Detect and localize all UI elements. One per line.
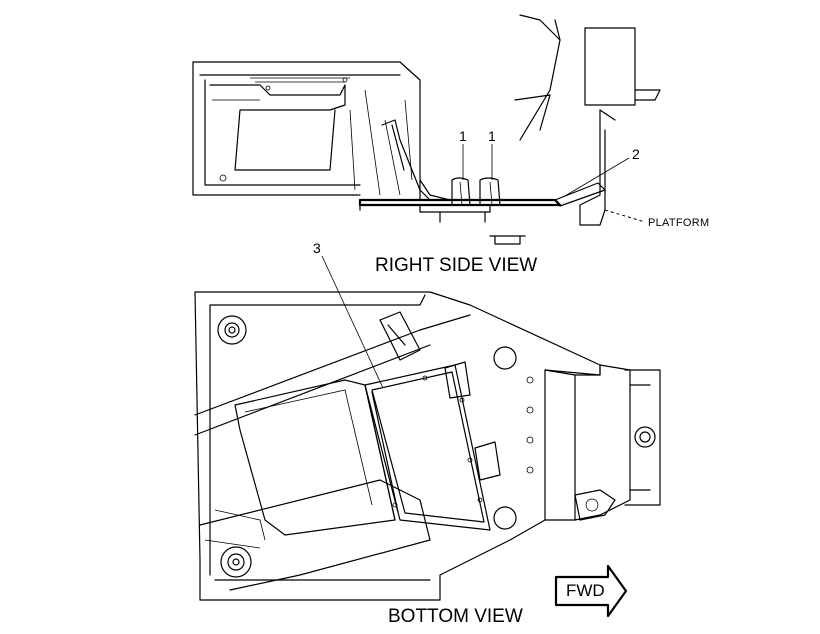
lower-fitting	[489, 235, 526, 245]
right-side-view-drawing	[192, 14, 661, 245]
cab-frame-outline	[192, 61, 451, 201]
platform-plate	[358, 198, 562, 207]
bracket-mid	[444, 361, 471, 399]
plate-hole	[493, 506, 517, 530]
bracket-lower	[474, 441, 501, 481]
right-end-structure	[544, 364, 631, 521]
pivot-bottom-left	[220, 546, 252, 578]
component-3-inner	[371, 371, 485, 523]
plate-hole	[493, 346, 517, 370]
fwd-arrow-shape	[554, 564, 628, 618]
right-upright	[584, 27, 661, 106]
right-linkage	[514, 14, 561, 141]
diagonal-member-lower	[199, 479, 431, 591]
bottom-view-drawing	[194, 255, 661, 601]
callout-3: 3	[313, 240, 321, 256]
callout-2: 2	[632, 146, 640, 162]
leader-2	[564, 157, 630, 197]
diagonal-member-upper	[194, 314, 471, 436]
callout-1a: 1	[459, 128, 467, 144]
tow-pivot	[634, 426, 656, 448]
rear-fitting	[574, 489, 616, 521]
right-side-view-title: RIGHT SIDE VIEW	[375, 255, 538, 276]
frame-bolt	[342, 77, 348, 83]
right-tow-plate	[624, 369, 661, 506]
component-3-panel	[364, 364, 491, 531]
platform-supports	[359, 204, 491, 223]
leader-platform	[604, 209, 646, 223]
bottom-frame-inner	[209, 294, 431, 581]
bottom-view-title: BOTTOM VIEW	[388, 606, 523, 627]
left-plate-inner	[244, 389, 373, 506]
frame-bolt	[219, 174, 227, 182]
right-post	[579, 109, 616, 226]
frame-bolt	[265, 85, 271, 91]
platform-label: PLATFORM	[648, 217, 710, 229]
platform-arm	[554, 182, 606, 207]
pivot-top-left	[217, 315, 247, 345]
cab-detail-lines	[212, 77, 413, 196]
leader-3	[321, 255, 384, 389]
cab-inner-panel	[209, 84, 346, 171]
fwd-arrow-label: FWD	[566, 581, 605, 600]
left-plate	[234, 379, 396, 536]
callout-1b: 1	[488, 128, 496, 144]
bracket-upper	[379, 311, 421, 361]
pedal-bracket	[381, 119, 431, 201]
